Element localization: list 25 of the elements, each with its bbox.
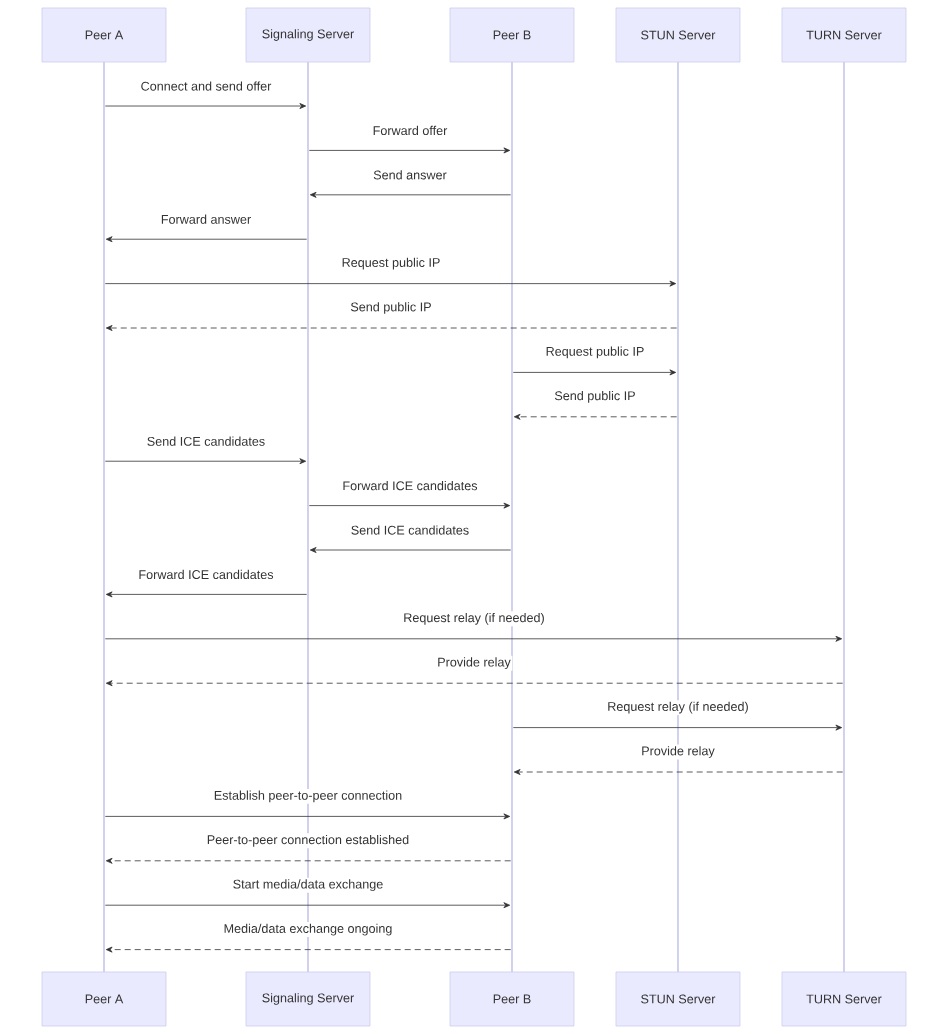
lifeline [307,62,309,972]
message-arrow [309,191,512,198]
message-arrow [308,502,511,509]
message-arrow [104,902,511,909]
message-arrow [105,680,844,687]
message-arrow [104,280,677,287]
message-arrow [104,458,307,465]
message-arrow [105,236,308,243]
message-arrow [104,813,511,820]
message-arrow [105,857,512,864]
message-arrow [512,369,677,376]
message-arrow [104,635,843,642]
message-arrow [513,769,844,775]
message-arrow [105,325,678,331]
message-arrow [105,591,308,598]
message-arrow [513,413,678,420]
message-arrow [104,103,307,109]
lifeline [103,62,105,972]
lifeline [677,62,679,972]
lifeline [511,62,513,972]
lifeline [843,62,845,972]
message-arrow [105,946,512,953]
message-arrow [512,724,843,731]
message-arrow [309,547,512,553]
message-arrow [308,147,511,154]
